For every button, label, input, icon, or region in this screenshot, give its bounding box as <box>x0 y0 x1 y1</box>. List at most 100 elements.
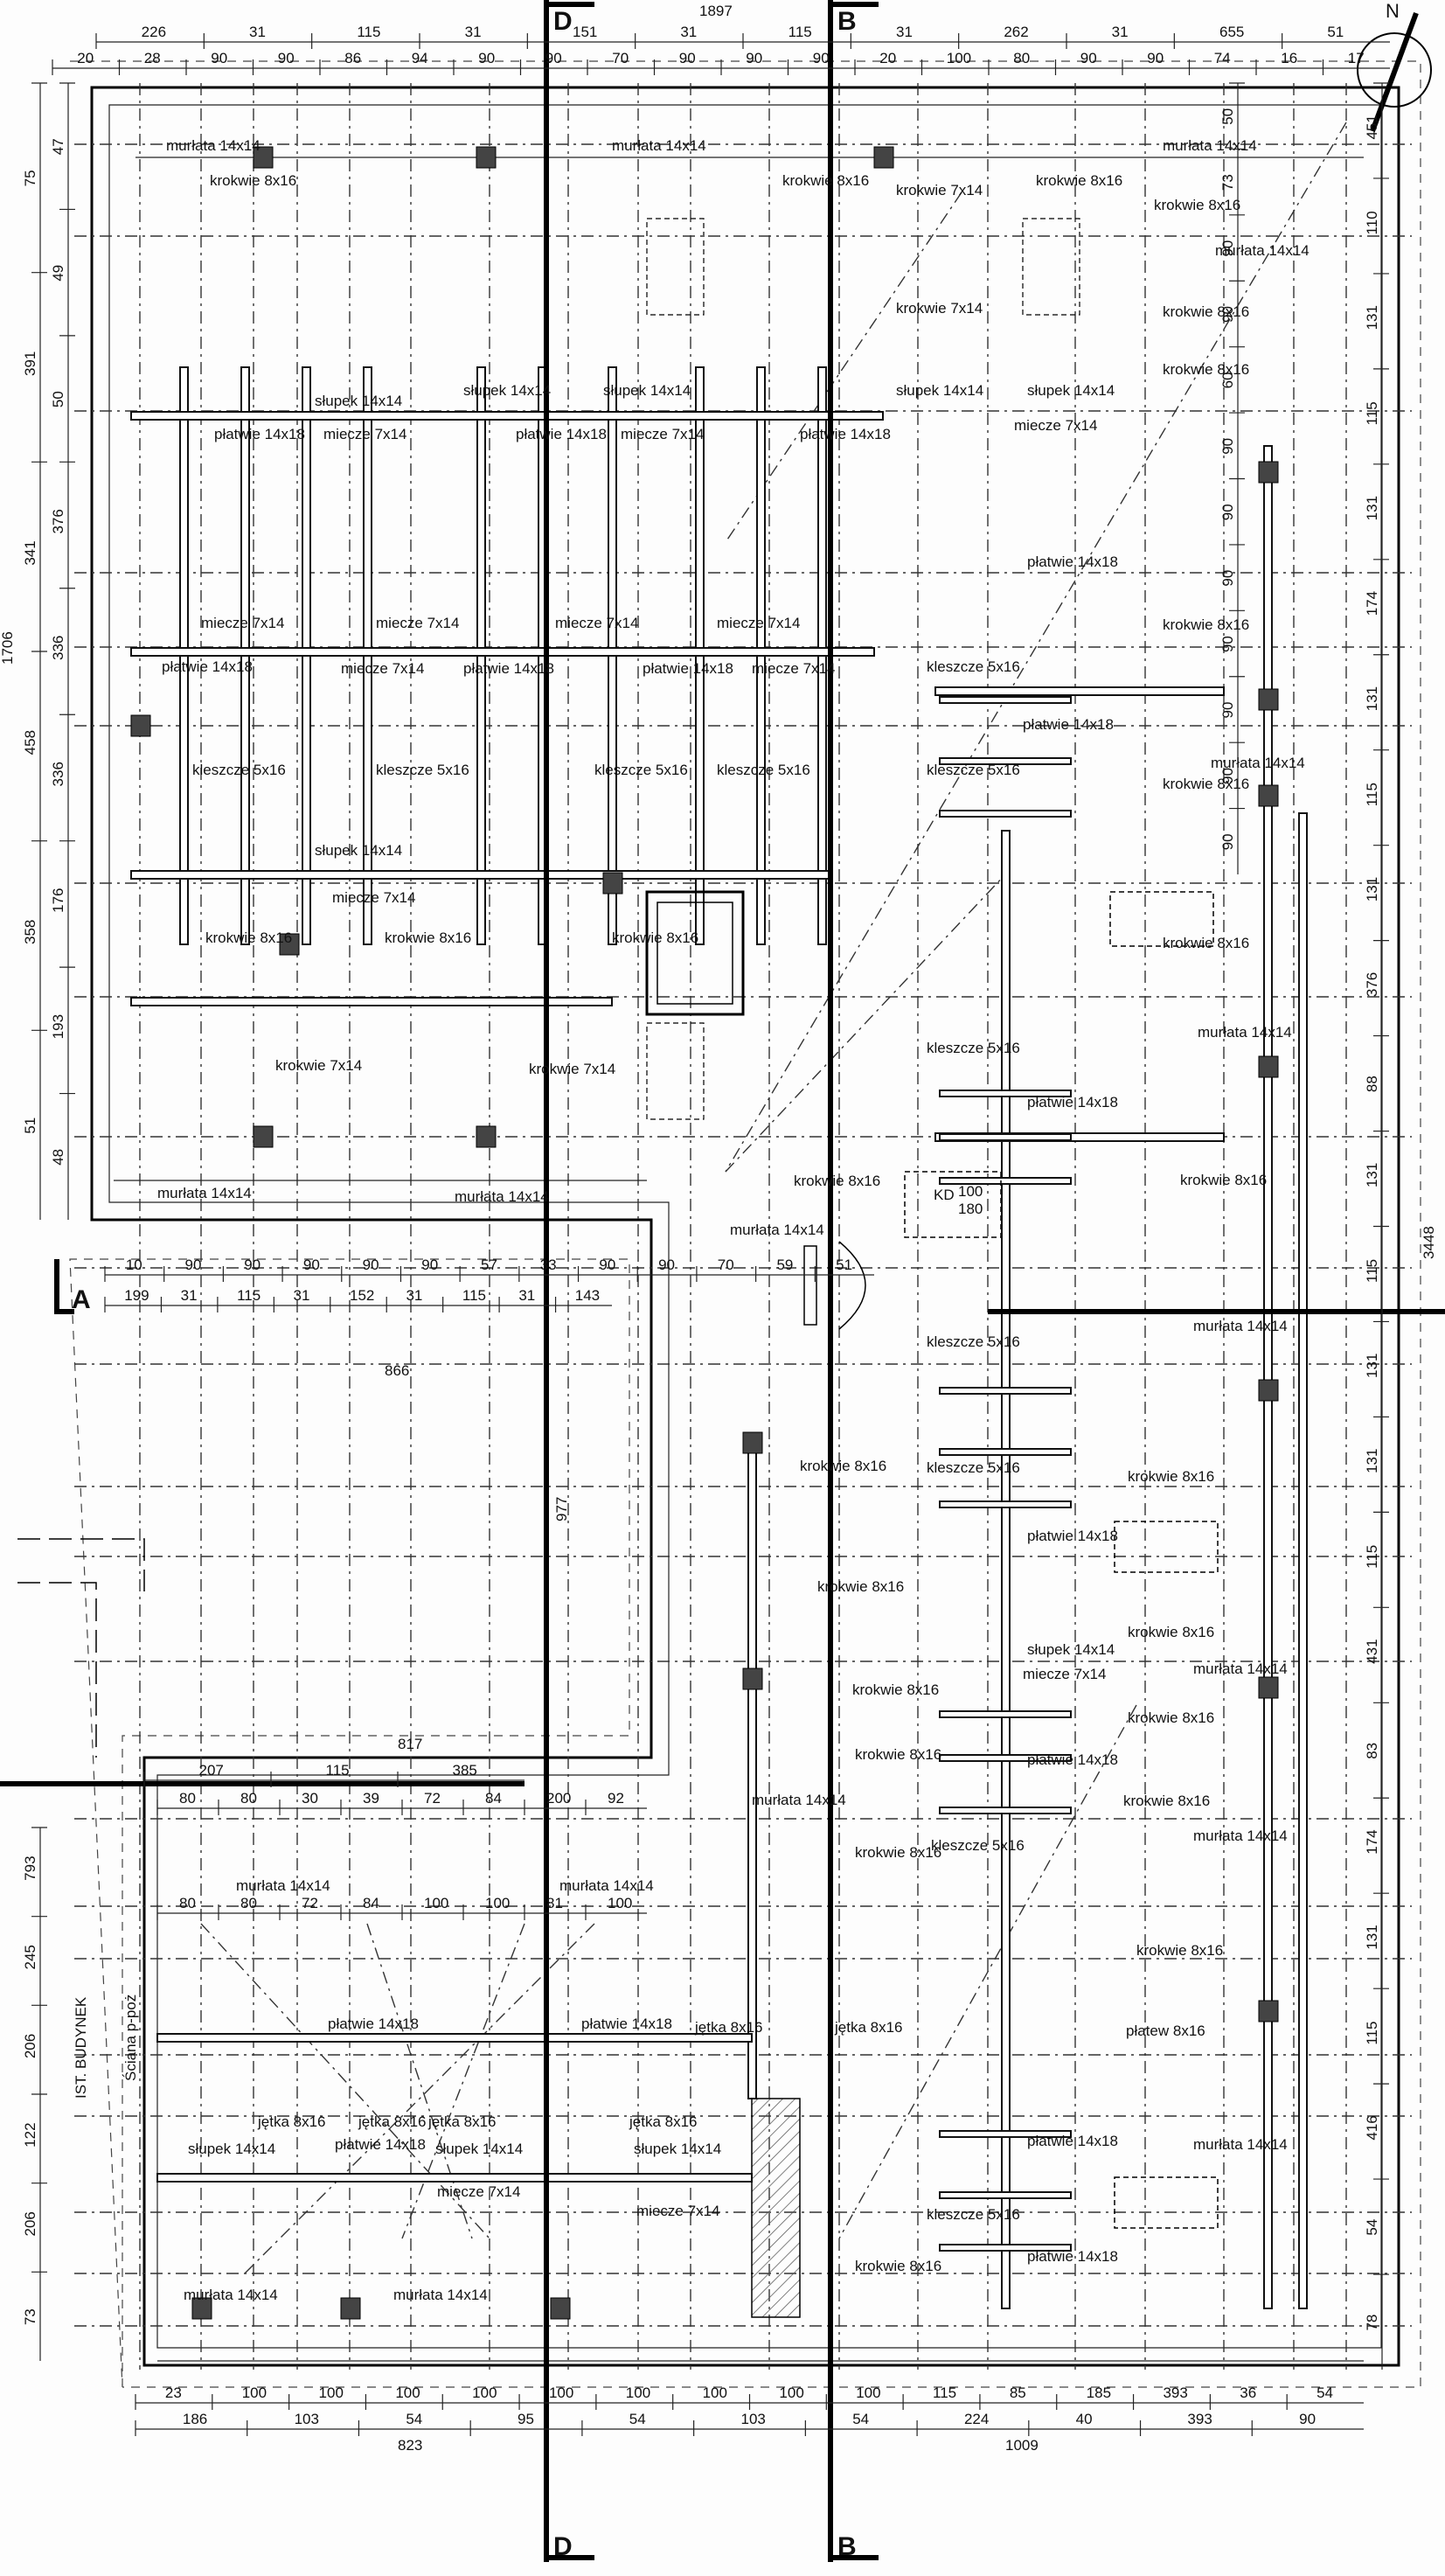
bottom-row1-value: 23 <box>165 2385 182 2401</box>
member-label: krokwie 8x16 <box>385 929 471 946</box>
top-row1-value: 31 <box>1112 24 1129 40</box>
member-label: murłata 14x14 <box>393 2287 488 2303</box>
left-inner-value: 336 <box>50 636 66 660</box>
right-outer-value: 451 <box>1364 115 1380 139</box>
timber-members <box>114 146 1364 2362</box>
purlin-member <box>130 647 875 657</box>
lower-left-value: 206 <box>22 2211 38 2236</box>
post <box>1258 1055 1279 1078</box>
purlin-member <box>130 997 613 1006</box>
left-outer-value: 341 <box>22 540 38 565</box>
bottom-row2-value: 95 <box>518 2411 534 2427</box>
lower-row3-value: 80 <box>240 1895 257 1911</box>
member-label: słupek 14x14 <box>634 2141 721 2157</box>
post <box>340 2297 361 2320</box>
lower-row1-value: 385 <box>453 1762 477 1779</box>
section-marker-a: A <box>72 1285 91 1314</box>
member-label: płatwie 14x18 <box>1023 716 1114 733</box>
top-row2-value: 90 <box>746 50 762 66</box>
bottom-row1-value: 100 <box>472 2385 497 2401</box>
top-row2-value: 80 <box>1013 50 1030 66</box>
section-marker-d-top: D <box>553 7 573 36</box>
member-label: miecze 7x14 <box>201 615 284 631</box>
mid-row-b-value: 31 <box>294 1287 310 1304</box>
left-inner-value: 336 <box>50 762 66 786</box>
tie-beam <box>939 1500 1072 1508</box>
rafter-member <box>1001 830 1011 2309</box>
right-outer-value: 131 <box>1364 1925 1380 1949</box>
lower-left-value: 73 <box>22 2308 38 2325</box>
right-outer-value: 131 <box>1364 1449 1380 1473</box>
left-outer-value: 391 <box>22 352 38 376</box>
right-outer-value: 54 <box>1364 2219 1380 2236</box>
right-outer-value: 416 <box>1364 2115 1380 2140</box>
bottom-row2-value: 393 <box>1187 2411 1212 2427</box>
member-label: krokwie 8x16 <box>1163 616 1249 633</box>
post <box>1258 461 1279 484</box>
member-label: płatwie 14x18 <box>1027 2133 1118 2149</box>
member-label: miecze 7x14 <box>332 889 415 906</box>
member-label: murłata 14x14 <box>166 137 261 154</box>
member-label: miecze 7x14 <box>752 660 835 677</box>
right-outer-value: 88 <box>1364 1076 1380 1092</box>
purlin-member <box>934 686 1225 696</box>
left-inner-value: 376 <box>50 509 66 533</box>
top-row2-value: 20 <box>879 50 896 66</box>
right-inner-value: 90 <box>1219 768 1236 784</box>
bottom-row2-value: 186 <box>183 2411 207 2427</box>
right-inner-value: 73 <box>1219 174 1236 191</box>
member-label: płatwie 14x18 <box>328 2016 419 2032</box>
right-outer-value: 110 <box>1364 211 1380 234</box>
post <box>742 1431 763 1454</box>
tie-beam <box>939 1710 1072 1718</box>
right-outer-value: 115 <box>1364 783 1380 806</box>
member-label: krokwie 7x14 <box>275 1057 362 1074</box>
top-row1-value: 51 <box>1327 24 1344 40</box>
top-row1-value: 655 <box>1219 24 1244 40</box>
right-inner-value: 90 <box>1219 833 1236 850</box>
right-outer-value: 83 <box>1364 1743 1380 1759</box>
member-label: jętka 8x16 <box>629 2113 698 2130</box>
fire-wall-label: Ściana p-poż <box>122 1995 139 2081</box>
post <box>253 146 274 169</box>
member-label: kleszcze 5x16 <box>927 1040 1020 1056</box>
kd-width: 100 <box>958 1183 983 1200</box>
member-label: płatwie 14x18 <box>1027 2248 1118 2265</box>
member-label: krokwie 8x16 <box>794 1173 880 1189</box>
member-label: płatwie 14x18 <box>162 658 253 675</box>
tie-beam <box>939 1754 1072 1762</box>
post <box>550 2297 571 2320</box>
mid-vertical-dim: 977 <box>553 1497 570 1521</box>
top-row2-value: 94 <box>412 50 428 66</box>
right-outer-value: 174 <box>1364 1829 1380 1854</box>
left-outer-value: 51 <box>22 1117 38 1134</box>
member-label: miecze 7x14 <box>636 2203 719 2219</box>
member-label: murłata 14x14 <box>612 137 706 154</box>
top-row2-value: 90 <box>1147 50 1164 66</box>
post <box>253 1125 274 1148</box>
lower-row3-value: 100 <box>485 1895 510 1911</box>
bottom-row1-value: 100 <box>703 2385 727 2401</box>
building-outline <box>69 60 1421 2388</box>
bottom-row2-value: 54 <box>852 2411 869 2427</box>
member-label: miecze 7x14 <box>437 2183 520 2200</box>
member-label: słupek 14x14 <box>315 393 402 409</box>
right-inner-value: 90 <box>1219 702 1236 719</box>
top-row2-value: 20 <box>77 50 94 66</box>
tie-beam <box>939 1177 1072 1185</box>
bottom-row2-value: 54 <box>629 2411 646 2427</box>
member-label: murłata 14x14 <box>1193 1828 1288 1844</box>
top-row2-value: 86 <box>344 50 361 66</box>
tie-beam <box>939 2244 1072 2252</box>
mid-row-a-value: 33 <box>540 1257 557 1273</box>
tie-beam <box>939 1448 1072 1456</box>
lower-row3-value: 80 <box>179 1895 196 1911</box>
bottom-row2-value: 54 <box>406 2411 422 2427</box>
top-row2-value: 90 <box>545 50 562 66</box>
member-label: słupek 14x14 <box>1027 1641 1115 1658</box>
member-label: krokwie 8x16 <box>855 1844 941 1861</box>
mid-row-b-value: 31 <box>181 1287 198 1304</box>
member-label: miecze 7x14 <box>1014 417 1097 434</box>
